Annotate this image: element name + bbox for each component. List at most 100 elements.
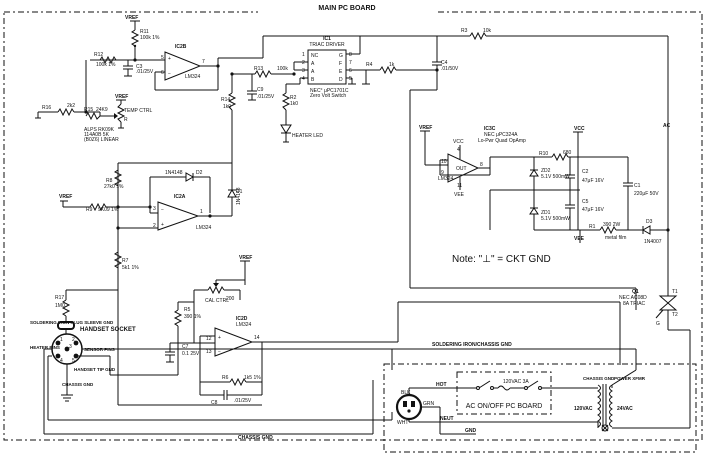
ic1-pin-a1: A bbox=[311, 61, 315, 67]
ic1-pin-d: D bbox=[339, 77, 343, 83]
r7-ref: R7 bbox=[122, 258, 129, 264]
resistor-r12: R12 100k 1% bbox=[94, 52, 117, 68]
svg-text:−: − bbox=[161, 207, 164, 213]
ic3c-pin4: 4 bbox=[457, 147, 460, 153]
soldering-plug-label: SOLDERING IRON PLUG SLEEVE GND bbox=[30, 320, 114, 325]
heater-led-label: HEATER LED bbox=[292, 133, 323, 139]
svg-text:+: + bbox=[168, 56, 171, 62]
ic1-pinnum-6: 6 bbox=[349, 68, 352, 74]
ac-section-outline bbox=[383, 363, 697, 453]
zd2-value: 5.1V 500mW bbox=[541, 174, 570, 180]
zener-zd1: ZD1 5.1V 500mW bbox=[529, 190, 570, 230]
r5-ref: R5 bbox=[184, 307, 191, 313]
ic1-part2: Zero Volt Switch bbox=[310, 93, 346, 99]
zd1-ref: ZD1 bbox=[541, 210, 551, 216]
soldering-chassis-gnd-label: SOLDERING IRON/CHASSIS GND bbox=[432, 342, 512, 348]
r1-value2: metal film bbox=[605, 235, 626, 241]
ac-inlet: BLK GRN WHT bbox=[395, 390, 435, 426]
heater-pins-label: HEATER PINS bbox=[30, 345, 60, 350]
ic1-name: TRIAC DRIVER bbox=[309, 42, 345, 48]
q1-ref: Q1 bbox=[632, 289, 639, 295]
opamp-ic2a: IC2A LM324 3 2 1 − + bbox=[153, 194, 212, 231]
ic2b-name: LM324 bbox=[185, 74, 201, 80]
handset-tip-gnd-label: HANDSET TIP GND bbox=[74, 367, 116, 372]
vcc-label: VCC bbox=[574, 126, 585, 132]
capacitor-c3: C3 .01/25V bbox=[123, 60, 154, 77]
c3-ref: C3 bbox=[136, 64, 143, 70]
switch-rating: 120VAC 3A bbox=[503, 379, 529, 385]
r15-ref: R15 bbox=[84, 107, 93, 113]
resistor-r6: R6 1k5 1% bbox=[200, 375, 262, 387]
g-label: G bbox=[656, 321, 660, 327]
r9-ref: R9 bbox=[86, 207, 93, 213]
c8-ref: C8 bbox=[211, 400, 218, 406]
ic2a-pin3: 3 bbox=[153, 206, 156, 212]
power-transformer: CHASSIS GND POWER XFMR 120VAC 24VAC bbox=[574, 376, 646, 428]
heater-led: HEATER LED bbox=[280, 124, 323, 143]
r8-value: 27k0 1% bbox=[104, 184, 124, 190]
r11-ref: R11 bbox=[140, 29, 149, 35]
c2-ref: C2 bbox=[582, 169, 589, 175]
ic2b-pin6: 6 bbox=[161, 70, 164, 76]
vcc-supply: VCC bbox=[573, 126, 585, 230]
triac-q1: Q1 NEC AC08D 8A TRIAC T1 T2 G bbox=[619, 289, 678, 330]
ic1-pin-g: G bbox=[339, 53, 343, 59]
c1-ref: C1 bbox=[634, 183, 641, 189]
resistor-r13: R13 100k bbox=[232, 66, 294, 79]
ic2d-ref: IC2D bbox=[236, 316, 248, 322]
pot-temp-ctrl: R TEMP CTRL ALPS RK09K 114A0B 5K (B0Z6) … bbox=[84, 103, 152, 143]
c5-value: 47μF 16V bbox=[582, 207, 604, 213]
svg-text:−: − bbox=[218, 349, 221, 355]
resistor-r14: R14 1k0 bbox=[221, 92, 237, 187]
alps-line2: 114A0B 5K bbox=[84, 132, 110, 138]
r4-value: 1k bbox=[389, 62, 395, 68]
ic3c-vee: VEE bbox=[454, 192, 465, 198]
grn-label: GRN bbox=[423, 401, 435, 407]
vref-label-4: VREF bbox=[239, 255, 252, 261]
r7-value: 5k1 1% bbox=[122, 265, 139, 271]
ic1-pin-f: F bbox=[339, 61, 342, 67]
r14-value: 1k0 bbox=[223, 104, 231, 110]
main-board-outline bbox=[3, 11, 703, 441]
vref-label-2: VREF bbox=[115, 94, 128, 100]
ac-onoff-board-outline bbox=[456, 371, 552, 415]
vref-cal: VREF bbox=[239, 255, 252, 285]
ckt-gnd-note: Note: "⊥" = CKT GND bbox=[452, 254, 551, 265]
c7-ref: C7 bbox=[182, 344, 189, 350]
r17-ref: R17 bbox=[55, 295, 64, 301]
r6-ref: R6 bbox=[222, 375, 229, 381]
opamp-ic2b: IC2B LM324 5 6 7 + − bbox=[161, 44, 205, 81]
ic1-pin-a2: A bbox=[311, 69, 315, 75]
r2-ref: R2 bbox=[290, 95, 297, 101]
ic2a-ref: IC2A bbox=[174, 194, 186, 200]
c9-value: .01/25V bbox=[257, 94, 275, 100]
r3-value: 10k bbox=[483, 28, 492, 34]
d1-value: 1N4148 bbox=[236, 187, 242, 205]
d3-value: 1N4007 bbox=[644, 239, 662, 245]
r10-value: 680 bbox=[563, 150, 572, 156]
c1-value: 220μF 50V bbox=[634, 191, 659, 197]
r13-value: 100k bbox=[277, 66, 288, 72]
q1-value2: 8A TRIAC bbox=[623, 301, 646, 307]
r2-value: 1k0 bbox=[290, 101, 298, 107]
r13-ref: R13 bbox=[254, 66, 263, 72]
capacitor-c5: C5 47μF 16V bbox=[565, 190, 604, 230]
svg-text:−: − bbox=[168, 71, 171, 77]
xfmr-secondary-label: 24VAC bbox=[617, 406, 633, 412]
vref-r9: VREF R9 9K09 1% bbox=[59, 194, 150, 213]
vref-ic3c: VREF bbox=[419, 125, 448, 166]
chassis-gnd-label-left: CHASSIS GND bbox=[62, 382, 94, 387]
neut-label: NEUT bbox=[440, 416, 454, 422]
ic2b-ref: IC2B bbox=[175, 44, 187, 50]
r1-value: 390 2W bbox=[603, 222, 621, 228]
t1-label: T1 bbox=[672, 289, 678, 295]
resistor-r7: R7 5k1 1% bbox=[113, 251, 139, 271]
r17-value: 1M0 bbox=[55, 303, 65, 309]
socket-pin5: 5 bbox=[72, 358, 75, 364]
resistor-r8: R8 27k0 1% bbox=[104, 169, 124, 190]
c4-value: .01/50V bbox=[441, 66, 459, 72]
r11-value: 100k 1% bbox=[140, 35, 160, 41]
ic3c-line2: Lo-Pwr Quad OpAmp bbox=[478, 138, 526, 144]
vref-label-1: VREF bbox=[125, 15, 138, 21]
